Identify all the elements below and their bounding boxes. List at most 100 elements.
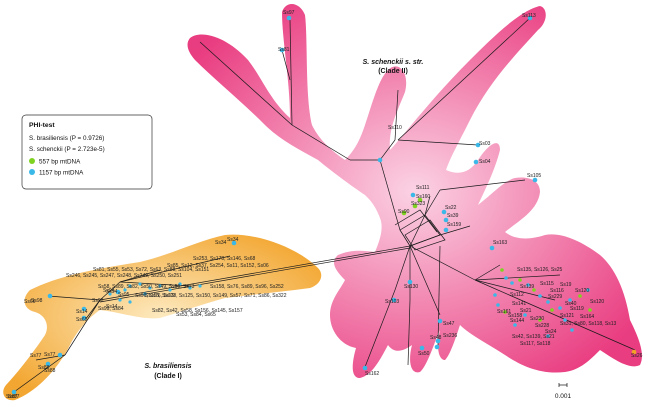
schenckii-cluster-label: Ss141 — [512, 301, 526, 307]
network-branches — [13, 17, 636, 393]
node-label-ss94: Ss94 — [103, 288, 115, 294]
node-label-ss14: Ss14 — [76, 309, 88, 315]
node-dot-ss160 — [417, 197, 423, 203]
cluster-node-dot — [558, 306, 562, 310]
scale-bar: 0.001 — [555, 383, 572, 400]
node-dot-ss48 — [434, 344, 440, 350]
node-label-ss236: Ss236 — [443, 333, 457, 339]
cluster-node-dot — [546, 334, 550, 338]
legend-cyan-label: 1157 bp mtDNA — [39, 170, 84, 177]
node-label-ss04: Ss04 — [479, 159, 491, 165]
node-dot-ss130 — [407, 279, 413, 285]
brasiliensis-node-dot — [188, 286, 192, 290]
node-label-ss77: Ss77 — [44, 352, 56, 358]
node-dot-ss81 — [279, 47, 285, 53]
node-dot-ss47 — [437, 318, 443, 324]
node-dot-ss50 — [419, 345, 425, 351]
node-label-ss03: Ss03 — [479, 141, 491, 147]
brasiliensis-cluster-label: Ss246, Ss245, Ss247, Ss248, Ss249, Ss250… — [66, 273, 182, 279]
schenckii-cluster-label: Ss42, Ss139, Ss21 — [512, 334, 555, 340]
legend: PHI-test S. brasiliensis (P = 0.9726) S.… — [21, 114, 153, 190]
node-label-ss97: Ss97 — [283, 10, 295, 16]
brasiliensis-cluster-label: Ss158, Ss76, Ss89, Ss96, Ss252 — [210, 284, 284, 290]
cluster-node-dot — [563, 318, 567, 322]
schenckii-cluster-label: Ss228 — [535, 323, 549, 329]
node-dot-ss94 — [115, 289, 121, 295]
clade-ii-name: S. schenckii s. str. — [363, 59, 424, 66]
cluster-node-dot — [500, 268, 504, 272]
schenckii-cluster-label: Ss31, Ss80, Ss118, Ss13 — [560, 321, 617, 327]
schenckii-cluster-label: Ss116 — [550, 288, 564, 294]
cluster-node-dot — [546, 300, 550, 304]
node-label-ss162: Ss162 — [365, 371, 379, 377]
schenckii-cluster-label: Ss164 — [580, 314, 594, 320]
brasiliensis-node-dot — [143, 292, 147, 296]
cluster-node-dot — [510, 281, 514, 285]
schenckii-cluster-label: Ss115 — [540, 281, 554, 287]
cluster-node-dot — [550, 308, 554, 312]
cluster-node-dot — [523, 313, 527, 317]
cluster-node-dot — [513, 323, 517, 327]
brasiliensis-cluster-label: Ss81, Ss55, Ss53, Ss72, Ss63, Ss88, Ss10… — [93, 267, 209, 273]
cluster-node-dot — [578, 294, 582, 298]
node-label-ss160: Ss160 — [416, 194, 430, 200]
schenckii-cluster-label: Ss21 — [520, 308, 532, 314]
node-label-ss87: Ss87 — [6, 394, 18, 400]
schenckii-cluster-label: Ss119 — [570, 306, 584, 312]
legend-cyan-dot — [29, 169, 35, 175]
brasiliensis-cluster-label: Ss53, Ss84, Ss65 — [176, 312, 216, 318]
schenckii-cluster-label: Ss135, Ss126, Ss25 — [517, 267, 563, 273]
node-label-ss90: Ss90 — [398, 209, 410, 215]
node-label-ss105: Ss105 — [527, 173, 541, 179]
brasiliensis-node-dot — [128, 284, 132, 288]
node-dot-ss105 — [532, 177, 538, 183]
brasiliensis-node-dot — [148, 286, 152, 290]
cluster-node-dot — [568, 298, 572, 302]
brasiliensis-cluster-label: Ss87 — [8, 394, 20, 400]
cluster-node-dot — [518, 278, 522, 282]
clade-i-name: S. brasiliensis — [144, 363, 191, 370]
clade-ii-title: S. schenckii s. str. (Clade II) — [363, 59, 424, 75]
node-dot-ss110 — [377, 157, 383, 163]
cluster-node-dot — [526, 283, 530, 287]
node-dot-ss98 — [47, 293, 53, 299]
cluster-node-dot — [586, 288, 590, 292]
node-dot-ss77 — [57, 352, 63, 358]
node-label-ss34: Ss34 — [227, 237, 239, 243]
node-dot-ss163 — [489, 245, 495, 251]
node-dot-ss236 — [435, 338, 441, 344]
cluster-node-dot — [538, 318, 542, 322]
node-dot-ss04 — [473, 159, 479, 165]
node-dots — [11, 15, 637, 395]
node-dot-ss26 — [631, 349, 637, 355]
node-labels: Ss97Ss81Ss113Ss110Ss03Ss04Ss105Ss111Ss16… — [6, 10, 643, 400]
node-dot-ss90 — [401, 210, 407, 216]
node-label-ss111: Ss111 — [416, 185, 430, 191]
brasiliensis-cluster-label: Ss58, Ss89, Ss82, Ss50, Ss49, Ss59, Ss73 — [98, 284, 195, 290]
schenckii-cluster-label: Ss139 — [520, 284, 534, 290]
brasiliensis-node-dot — [123, 288, 127, 292]
brasiliensis-cluster-label: Ss94 — [106, 289, 118, 295]
schenckii-cluster-label: Ss40 — [565, 301, 577, 307]
brasiliensis-cluster-label: Ss34 — [215, 240, 227, 246]
legend-schenckii: S. schenckii (P = 2.723e-5) — [29, 146, 105, 153]
node-label-ss103: Ss103 — [385, 299, 399, 305]
cluster-node-dot — [504, 276, 508, 280]
brasiliensis-cluster-label: Ss82, Ss42, Ss58, Ss156, Ss145, Ss157 — [152, 308, 243, 314]
brasiliensis-cluster-label: Ss253, Ss178, Ss146, Ss68 — [193, 256, 255, 262]
schenckii-cluster-label: Ss158 — [508, 313, 522, 319]
node-label-ss88: Ss88 — [44, 368, 56, 374]
node-dot-ss87 — [11, 389, 17, 395]
schenckii-cluster-label: Ss230 — [530, 316, 544, 322]
brasiliensis-node-dot — [168, 288, 172, 292]
node-dot-ss159 — [443, 227, 449, 233]
brasiliensis-cluster-label: Ss88 — [38, 365, 50, 371]
node-dot-ss22 — [441, 209, 447, 215]
node-dot-ss03 — [475, 142, 481, 148]
node-dot-ss65 — [81, 315, 87, 321]
legend-box — [21, 114, 153, 190]
node-label-ss22: Ss22 — [445, 205, 457, 211]
node-dot-ss88 — [45, 361, 51, 367]
brasiliensis-cluster-label: Ss66 — [24, 299, 36, 305]
